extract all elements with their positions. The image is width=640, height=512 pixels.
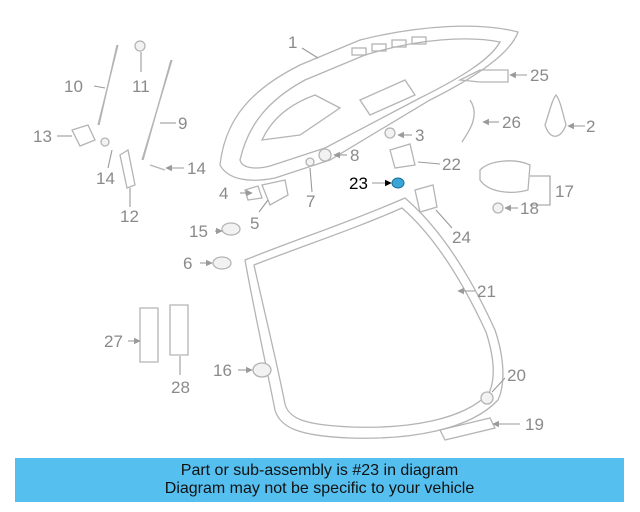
- weatherstrip-seal: [244, 197, 504, 439]
- callout-11: 11: [132, 77, 150, 96]
- callout-12: 12: [120, 207, 139, 226]
- callout-10: 10: [64, 77, 83, 96]
- callout-14a: 14: [96, 169, 115, 188]
- callout-2: 2: [586, 117, 595, 136]
- callout-26: 26: [502, 113, 521, 132]
- callout-6: 6: [183, 254, 192, 273]
- callout-14b: 14: [187, 159, 206, 178]
- callout-21: 21: [477, 282, 496, 301]
- leader-lines: [57, 47, 585, 428]
- liftgate-panel: [219, 25, 519, 181]
- callout-3: 3: [415, 126, 424, 145]
- info-banner: Part or sub-assembly is #23 in diagram D…: [15, 458, 624, 502]
- callout-24: 24: [452, 228, 471, 247]
- callout-19: 19: [525, 415, 544, 434]
- callout-7: 7: [306, 192, 315, 211]
- callout-20: 20: [507, 366, 526, 385]
- banner-line-part: Part or sub-assembly is #23 in diagram: [180, 462, 459, 479]
- highlighted-clip-23: [391, 177, 405, 189]
- callout-22: 22: [442, 155, 461, 174]
- callout-18: 18: [520, 199, 539, 218]
- callout-23: 23: [349, 174, 368, 193]
- gas-struts: [97, 44, 173, 161]
- banner-line-disclaimer: Diagram may not be specific to your vehi…: [164, 480, 475, 497]
- callout-9: 9: [178, 114, 187, 133]
- callout-13: 13: [33, 127, 52, 146]
- callout-5: 5: [250, 214, 259, 233]
- callout-8: 8: [350, 146, 359, 165]
- callout-4: 4: [219, 184, 228, 203]
- callout-16: 16: [213, 361, 232, 380]
- callout-17: 17: [555, 182, 574, 201]
- parts-diagram: 1 2 3 4 5 6 7 8 9 10 11 12 13 14 14 15 1…: [33, 25, 595, 441]
- callout-25: 25: [530, 66, 549, 85]
- callout-27: 27: [104, 332, 123, 351]
- callout-28: 28: [171, 378, 190, 397]
- callout-15: 15: [189, 222, 208, 241]
- callout-1: 1: [288, 33, 297, 52]
